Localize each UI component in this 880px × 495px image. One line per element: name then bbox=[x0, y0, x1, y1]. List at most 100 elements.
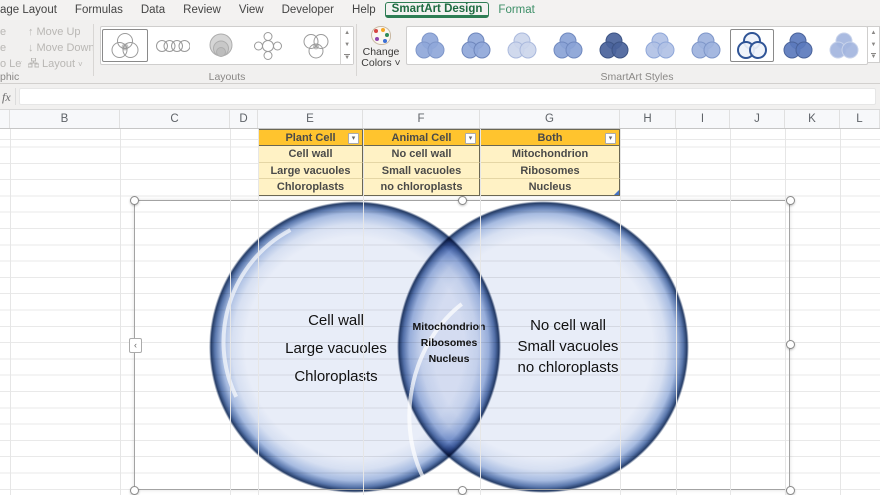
tab-view[interactable]: View bbox=[238, 4, 264, 16]
style-white-outline-icon[interactable] bbox=[730, 29, 774, 62]
scroll-up-icon[interactable]: ▲ bbox=[868, 27, 879, 39]
table-cell[interactable]: Cell wall bbox=[258, 146, 363, 163]
table-cell[interactable]: Large vacuoles bbox=[258, 162, 363, 180]
table-header-both[interactable]: Both ▾ bbox=[480, 129, 620, 146]
table-resize-handle[interactable] bbox=[614, 190, 619, 195]
style-3d-scene-icon[interactable] bbox=[822, 29, 866, 62]
cut-off-button-label[interactable]: o Left bbox=[0, 58, 22, 70]
column-header-h[interactable]: H bbox=[620, 110, 676, 128]
column-header-d[interactable]: D bbox=[230, 110, 258, 128]
resize-handle-bottom-right[interactable] bbox=[786, 486, 795, 495]
change-colors-button[interactable]: Change Colors ˅ bbox=[358, 24, 404, 80]
scroll-down-icon[interactable]: ▼ bbox=[868, 38, 879, 51]
column-header-f[interactable]: F bbox=[363, 110, 480, 128]
table-cell[interactable]: Chloroplasts bbox=[258, 179, 363, 197]
table-cell[interactable]: Nucleus bbox=[480, 179, 620, 197]
scroll-down-icon[interactable]: ▼ bbox=[341, 39, 354, 52]
table-cell[interactable]: no chloroplasts bbox=[363, 179, 480, 197]
column-header-j[interactable]: J bbox=[730, 110, 785, 128]
layout-option-venn-variant-icon[interactable] bbox=[293, 29, 340, 62]
layouts-gallery-scrollbar[interactable]: ▲▼▼ bbox=[340, 27, 354, 64]
create-graphic-group: e ↑Move Up e ↓Move Down o Left Layout˅ bbox=[0, 23, 95, 81]
style-inset-icon[interactable] bbox=[684, 29, 728, 62]
gridline bbox=[730, 129, 731, 495]
style-polished-icon[interactable] bbox=[638, 29, 682, 62]
gridline bbox=[10, 129, 11, 495]
filter-dropdown-icon[interactable]: ▾ bbox=[605, 133, 616, 144]
table-header-label: Plant Cell bbox=[285, 131, 336, 144]
tab-formulas[interactable]: Formulas bbox=[74, 4, 123, 16]
gallery-more-icon[interactable]: ▼ bbox=[341, 51, 354, 64]
column-header-c[interactable]: C bbox=[120, 110, 230, 128]
style-outline-icon[interactable] bbox=[454, 29, 498, 62]
column-header-l[interactable]: L bbox=[840, 110, 880, 128]
down-arrow-icon: ↓ bbox=[28, 42, 34, 54]
styles-gallery-scrollbar[interactable]: ▲ ▼ ▼ bbox=[867, 26, 880, 63]
table-header-label: Both bbox=[537, 131, 563, 144]
text-pane-toggle-button[interactable]: ‹ bbox=[129, 338, 142, 353]
move-up-button[interactable]: ↑Move Up bbox=[28, 26, 81, 38]
table-cell[interactable]: Ribosomes bbox=[480, 162, 620, 180]
filter-dropdown-icon[interactable]: ▾ bbox=[465, 133, 476, 144]
gridline bbox=[258, 129, 259, 495]
tab-help[interactable]: Help bbox=[352, 4, 376, 16]
table-cell[interactable]: Mitochondrion bbox=[480, 146, 620, 163]
tab-review[interactable]: Review bbox=[183, 4, 221, 16]
layout-option-linear-venn-icon[interactable] bbox=[149, 29, 196, 62]
button-label: Layout bbox=[42, 58, 76, 70]
style-intense-icon[interactable] bbox=[592, 29, 636, 62]
table-cell[interactable]: Small vacuoles bbox=[363, 162, 480, 180]
cut-off-button-label[interactable]: e bbox=[0, 26, 7, 38]
column-header-partial[interactable] bbox=[0, 110, 10, 128]
tab-data[interactable]: Data bbox=[140, 4, 166, 16]
table-cell[interactable]: No cell wall bbox=[363, 146, 480, 163]
cut-off-button-label[interactable]: e bbox=[0, 42, 7, 54]
layout-option-stacked-venn-icon[interactable] bbox=[197, 29, 244, 62]
gridline bbox=[785, 129, 786, 495]
move-down-button[interactable]: ↓Move Down bbox=[28, 42, 95, 54]
group-divider bbox=[93, 24, 94, 76]
resize-handle-top-middle[interactable] bbox=[458, 196, 467, 205]
tab-developer[interactable]: Developer bbox=[281, 4, 335, 16]
layout-option-radial-venn-icon[interactable] bbox=[245, 29, 292, 62]
resize-handle-bottom-middle[interactable] bbox=[458, 486, 467, 495]
gallery-more-icon[interactable]: ▼ bbox=[868, 50, 879, 63]
tab-age-layout[interactable]: age Layout bbox=[0, 4, 57, 16]
column-header-g[interactable]: G bbox=[480, 110, 620, 128]
resize-handle-top-left[interactable] bbox=[130, 196, 139, 205]
style-moderate-icon[interactable] bbox=[546, 29, 590, 62]
tab-smartart-design[interactable]: SmartArt Design bbox=[384, 2, 490, 18]
style-subtle-icon[interactable] bbox=[500, 29, 544, 62]
column-header-i[interactable]: I bbox=[676, 110, 730, 128]
column-header-k[interactable]: K bbox=[785, 110, 840, 128]
resize-handle-right-middle[interactable] bbox=[786, 340, 795, 349]
tab-format[interactable]: Format bbox=[498, 4, 535, 16]
gridline bbox=[363, 129, 364, 495]
column-header-e[interactable]: E bbox=[258, 110, 363, 128]
insert-function-icon[interactable]: fx bbox=[2, 90, 11, 104]
venn-text-line: Ribosomes bbox=[420, 337, 478, 349]
layout-option-basic-venn-icon[interactable] bbox=[102, 29, 148, 62]
resize-handle-bottom-left[interactable] bbox=[130, 486, 139, 495]
venn-text-line: No cell wall bbox=[530, 317, 606, 334]
layout-button[interactable]: Layout˅ bbox=[28, 57, 83, 71]
column-header-b[interactable]: B bbox=[10, 110, 120, 128]
style-solid-icon[interactable] bbox=[776, 29, 820, 62]
table-header-animal-cell[interactable]: Animal Cell▾ bbox=[363, 129, 480, 146]
create-graphic-row: o Left Layout˅ bbox=[0, 57, 83, 71]
venn-right-circle[interactable] bbox=[397, 201, 689, 493]
resize-handle-top-right[interactable] bbox=[786, 196, 795, 205]
filter-dropdown-icon[interactable]: ▾ bbox=[348, 133, 359, 144]
create-graphic-row: e ↑Move Up bbox=[0, 25, 81, 39]
table-header-plant-cell[interactable]: Plant Cell ▾ bbox=[258, 129, 363, 146]
scroll-up-icon[interactable]: ▲ bbox=[341, 27, 354, 40]
style-simple-fill-icon[interactable] bbox=[408, 29, 452, 62]
formula-input[interactable] bbox=[19, 88, 876, 105]
smartart-styles-group-label: SmartArt Styles bbox=[600, 71, 674, 83]
